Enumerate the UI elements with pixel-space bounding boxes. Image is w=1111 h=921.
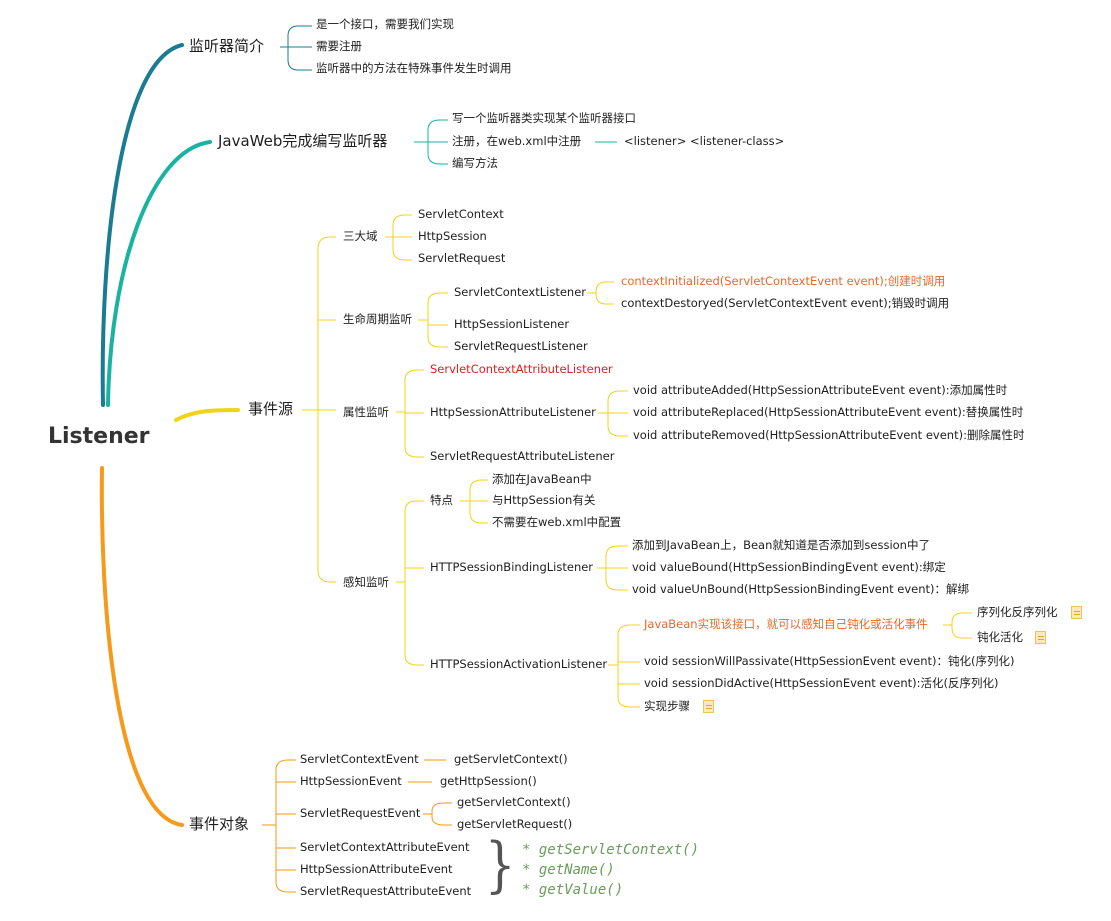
intro-item-2[interactable]: 需要注册 [316,39,362,53]
intro-item-1[interactable]: 是一个接口，需要我们实现 [316,17,454,31]
branch-line-source [174,408,240,422]
attribute-node[interactable]: 属性监听 [343,405,389,419]
binding-item-1[interactable]: 添加到JavaBean上，Bean就知道是否添加到session中了 [632,538,930,552]
domains-node[interactable]: 三大域 [343,229,378,243]
binding-item-3[interactable]: void valueUnBound(HttpSessionBindingEven… [632,582,970,596]
servletcontextevent[interactable]: ServletContextEvent [300,752,419,766]
httpsessionattributeevent[interactable]: HttpSessionAttributeEvent [300,862,453,876]
feature-item-1[interactable]: 添加在JavaBean中 [492,472,592,486]
sre-method-1[interactable]: getServletContext() [457,795,571,809]
attribute-removed-method[interactable]: void attributeRemoved(HttpSessionAttribu… [633,428,1025,442]
lifecycle-node[interactable]: 生命周期监听 [343,312,412,326]
branch-intro[interactable]: 监听器简介 [189,37,265,55]
attr-method-getname[interactable]: * getName() [522,862,615,878]
servletcontextattributeevent[interactable]: ServletContextAttributeEvent [300,840,470,854]
sre-method-2[interactable]: getServletRequest() [457,817,573,831]
note-icon[interactable] [1035,631,1046,644]
activation-note[interactable]: JavaBean实现该接口，就可以感知自己钝化或活化事件 [644,617,928,631]
httpsessionattributelistener[interactable]: HttpSessionAttributeListener [430,405,596,419]
note-icon[interactable] [1071,606,1082,619]
httpsessionlistener[interactable]: HttpSessionListener [454,317,570,331]
domain-servletrequest[interactable]: ServletRequest [418,251,506,265]
servletrequestlistener[interactable]: ServletRequestListener [454,339,588,353]
javaweb-item-2[interactable]: 注册，在web.xml中注册 [452,134,582,148]
session-will-passivate[interactable]: void sessionWillPassivate(HttpSessionEve… [644,654,1015,668]
attribute-added-method[interactable]: void attributeAdded(HttpSessionAttribute… [633,383,1008,397]
feature-item-3[interactable]: 不需要在web.xml中配置 [492,515,622,529]
servletcontextlistener[interactable]: ServletContextListener [454,285,587,299]
root-topic[interactable]: Listener [48,424,150,449]
javaweb-register-detail[interactable]: <listener> <listener-class> [624,134,785,148]
note-icon[interactable] [703,700,714,713]
sessionbindinglistener[interactable]: HTTPSessionBindingListener [430,560,594,574]
attr-method-getvalue[interactable]: * getValue() [522,882,624,898]
activation-note-item-1[interactable]: 序列化反序列化 [977,605,1058,619]
sessionactivationlistener[interactable]: HTTPSessionActivationListener [430,657,608,671]
domain-httpsession[interactable]: HttpSession [418,229,487,243]
activation-note-item-2[interactable]: 钝化活化 [977,630,1023,644]
features-node[interactable]: 特点 [430,493,453,507]
servletrequestevent[interactable]: ServletRequestEvent [300,806,421,820]
implementation-steps[interactable]: 实现步骤 [644,699,690,713]
sce-method[interactable]: getServletContext() [454,752,568,766]
branch-line-javaweb [106,140,212,407]
servletcontextattributelistener[interactable]: ServletContextAttributeListener [430,362,613,376]
curly-brace-icon: } [484,830,516,900]
binding-item-2[interactable]: void valueBound(HttpSessionBindingEvent … [632,560,946,574]
servletrequestattributeevent[interactable]: ServletRequestAttributeEvent [300,884,472,898]
servletrequestattributelistener[interactable]: ServletRequestAttributeListener [430,449,615,463]
context-destoryed-method[interactable]: contextDestoryed(ServletContextEvent eve… [621,296,950,310]
branch-line-objects [99,466,184,827]
intro-item-3[interactable]: 监听器中的方法在特殊事件发生时调用 [316,61,512,75]
attribute-replaced-method[interactable]: void attributeReplaced(HttpSessionAttrib… [633,405,1024,419]
feature-item-2[interactable]: 与HttpSession有关 [492,493,596,507]
javaweb-item-3[interactable]: 编写方法 [452,156,498,170]
branch-event-objects[interactable]: 事件对象 [189,815,250,833]
hse-method[interactable]: getHttpSession() [440,774,537,788]
attr-method-getservletcontext[interactable]: * getServletContext() [522,842,700,858]
session-did-active[interactable]: void sessionDidActive(HttpSessionEvent e… [644,676,999,690]
httpsessionevent[interactable]: HttpSessionEvent [300,774,402,788]
javaweb-item-1[interactable]: 写一个监听器类实现某个监听器接口 [452,111,636,125]
branch-javaweb[interactable]: JavaWeb完成编写监听器 [218,132,388,150]
domain-servletcontext[interactable]: ServletContext [418,207,504,221]
aware-node[interactable]: 感知监听 [343,575,389,589]
context-initialized-method[interactable]: contextInitialized(ServletContextEvent e… [621,274,946,288]
branch-event-source[interactable]: 事件源 [248,400,294,418]
branch-line-intro [100,43,184,407]
